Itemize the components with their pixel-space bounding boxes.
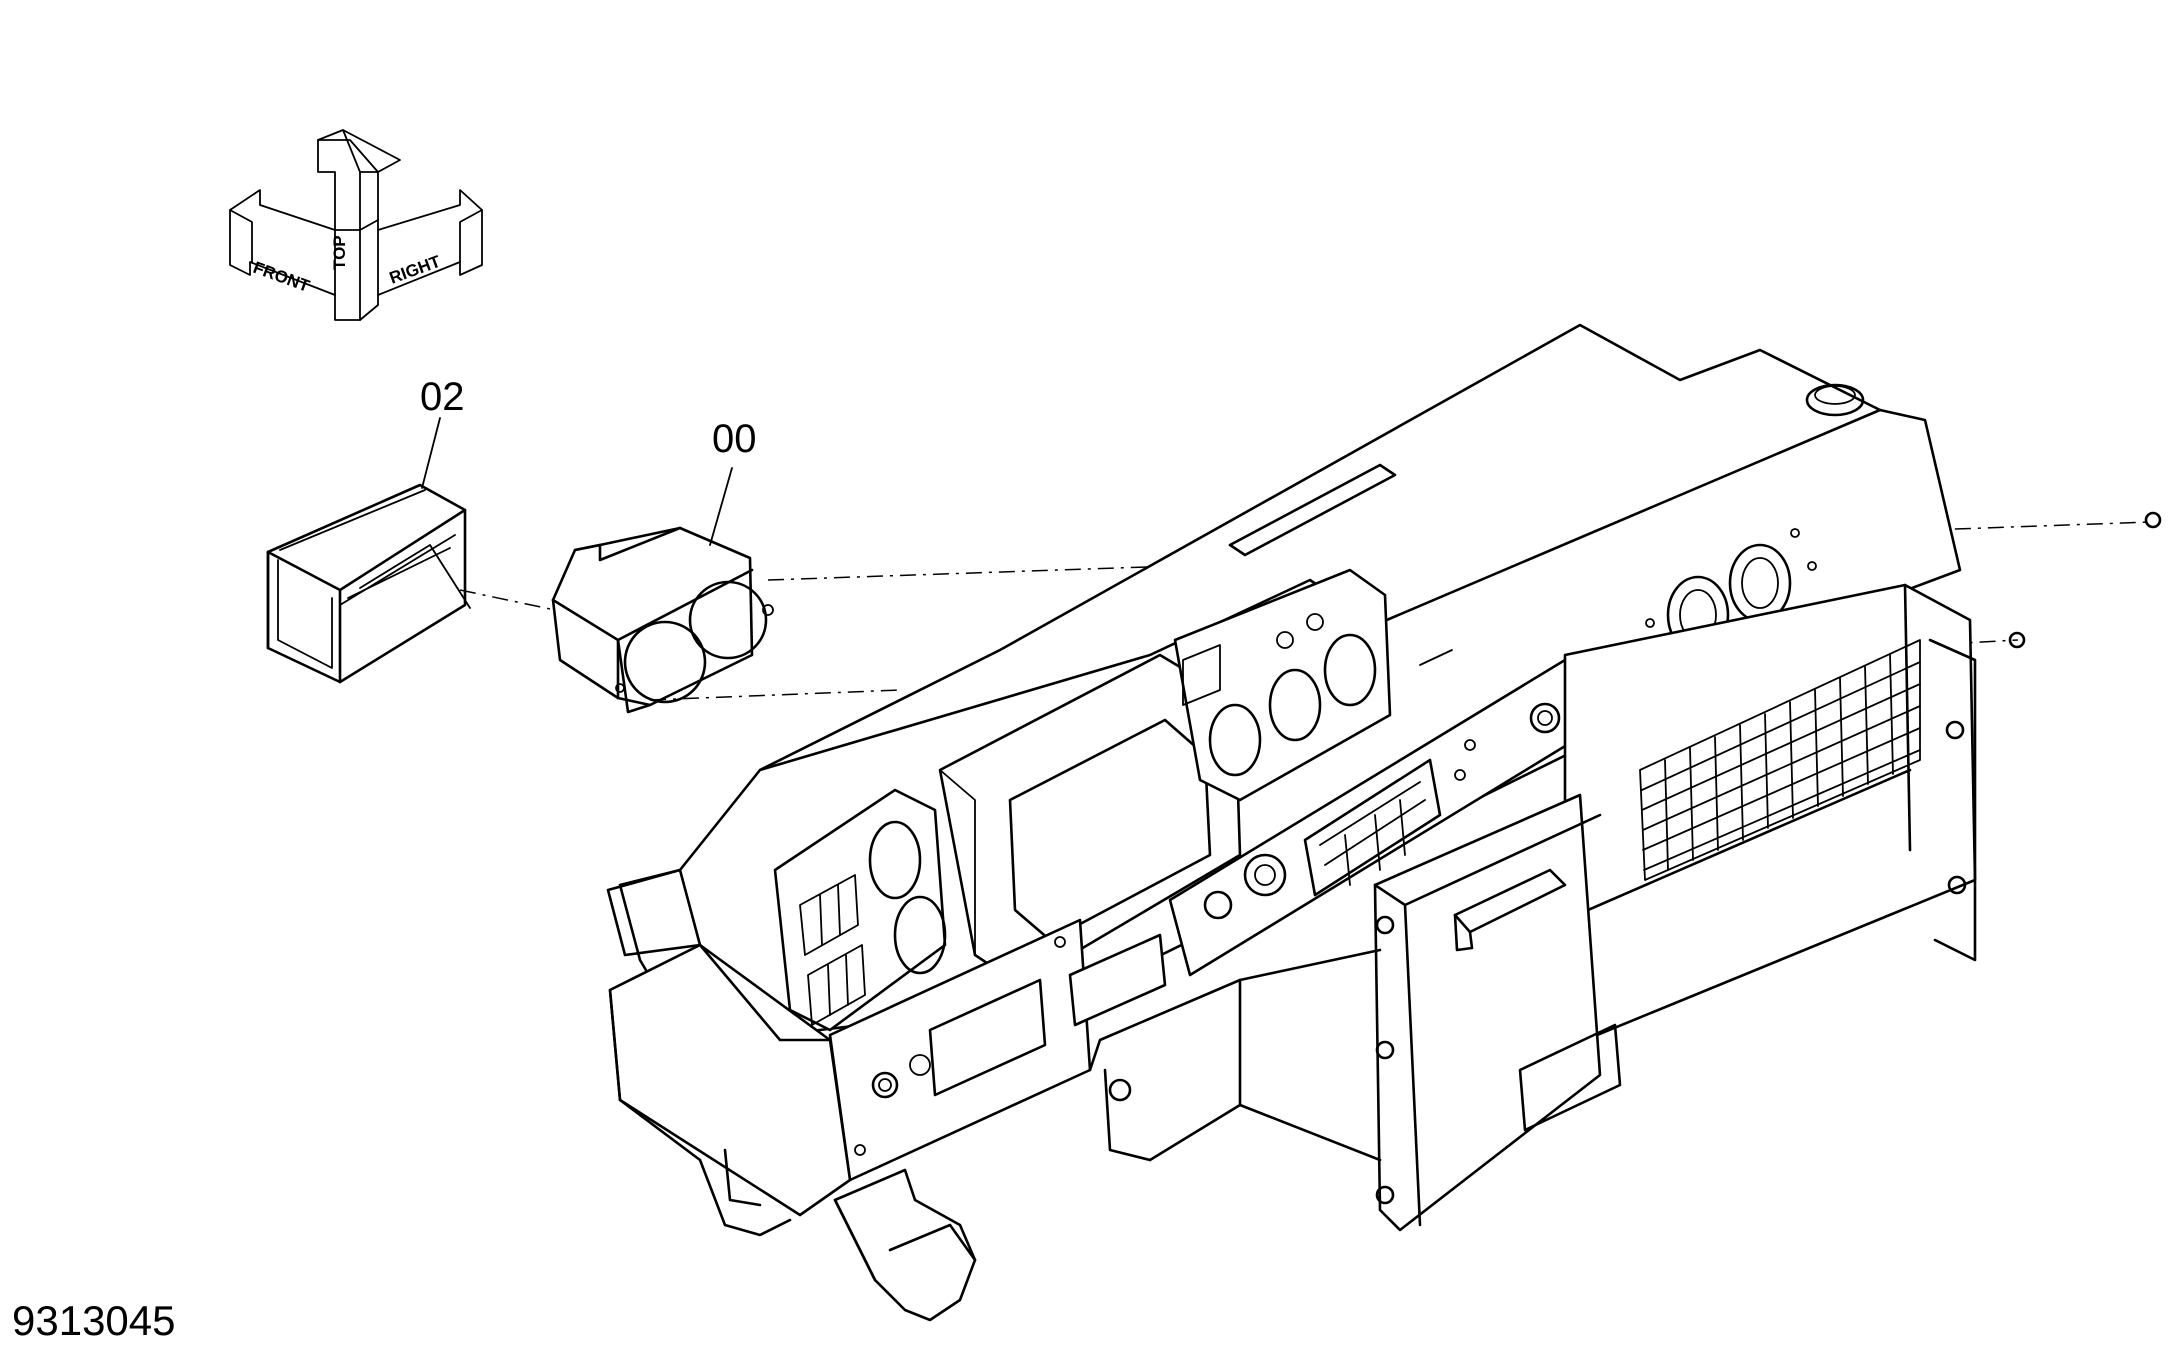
orientation-arrows-icon (229, 129, 483, 321)
part-00-gauge-panel (551, 526, 774, 714)
callout-00: 00 (712, 417, 757, 461)
leader-line-00 (709, 467, 733, 546)
part-02-hood (266, 483, 471, 684)
drawing-number: 9313045 (12, 1297, 176, 1344)
grille-icon (1639, 639, 1921, 881)
leader-line-02 (421, 417, 441, 489)
orientation-front-label: FRONT (251, 258, 313, 296)
orientation-top-label: TOP (330, 235, 349, 270)
orientation-right-label: RIGHT (387, 252, 444, 288)
callout-02: 02 (420, 375, 465, 419)
main-console (606, 323, 2162, 1322)
